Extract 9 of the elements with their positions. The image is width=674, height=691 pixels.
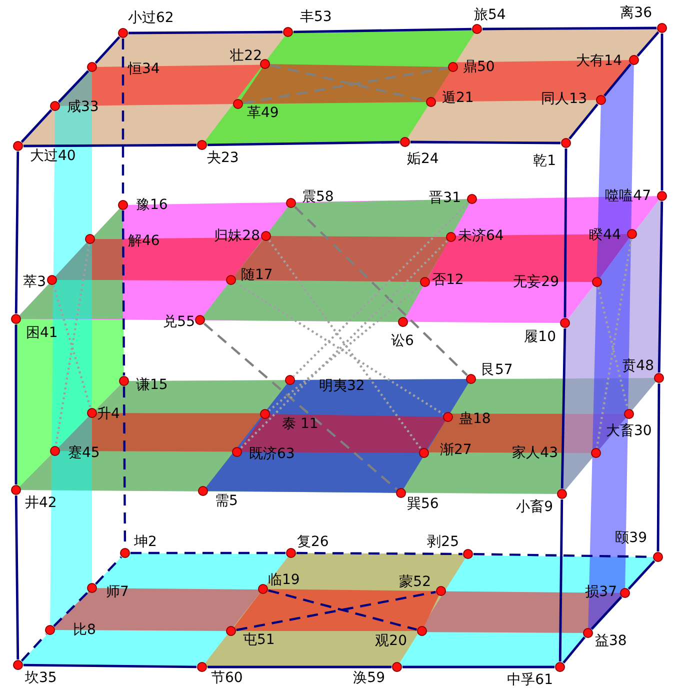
hexagram-label: 离36: [620, 5, 652, 21]
hexagram-label: 小过62: [128, 10, 174, 26]
hexagram-label: 中孚61: [507, 672, 553, 688]
dot: [657, 23, 667, 33]
hexagram-label: 丰53: [300, 9, 332, 25]
hexagram-label: 旅54: [474, 7, 506, 23]
hexagram-label: 节60: [211, 670, 243, 686]
hexagram-label: 坎35: [25, 670, 57, 686]
hexagram-label: 涣59: [353, 670, 385, 686]
